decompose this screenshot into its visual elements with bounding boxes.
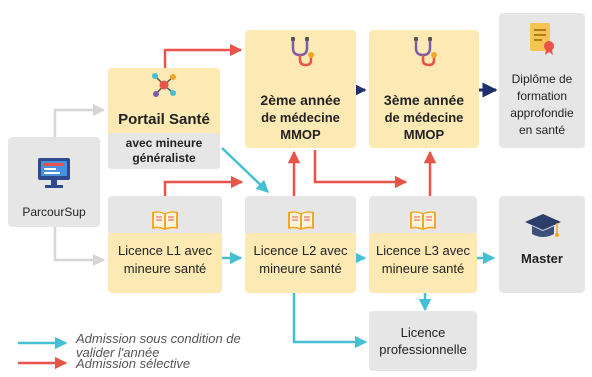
node-master: Master (499, 196, 585, 293)
legend-red-label: Admission sélective (76, 356, 191, 371)
arrow-parcoursup-portail (53, 103, 106, 140)
med2-line1: 2ème année (260, 92, 341, 108)
node-l2: Licence L2 avec mineure santé (245, 233, 356, 293)
stethoscope-icon (291, 37, 314, 67)
node-l1: Licence L1 avec mineure santé (108, 233, 222, 293)
node-portail-sub: avec mineure généraliste (108, 133, 220, 169)
node-diplome: Diplôme de formation approfondie en sant… (499, 13, 585, 148)
book-icon (152, 211, 178, 230)
node-med2: 2ème année de médecine MMOP (245, 30, 356, 148)
l1-label: Licence L1 avec mineure santé (118, 243, 212, 276)
arrow-l2-med3 (313, 150, 408, 189)
med3-line3: MMOP (403, 127, 445, 142)
arrow-l1-med2 (163, 175, 244, 196)
stethoscope-icon (414, 37, 437, 67)
book-icon (410, 211, 436, 230)
med3-line1: 3ème année (383, 92, 465, 108)
node-med3: 3ème année de médecine MMOP (369, 30, 479, 148)
arrow-parcoursup-l1 (53, 225, 106, 267)
portail-title: Portail Santé (118, 111, 210, 128)
molecule-icon (152, 73, 176, 97)
med2-line3: MMOP (280, 127, 321, 142)
node-l3: Licence L3 avec mineure santé (369, 233, 477, 293)
l2-label: Licence L2 avec mineure santé (253, 243, 348, 276)
node-parcoursup: ParcourSup (8, 137, 100, 227)
graduation-cap-icon (525, 214, 561, 237)
lpro-label: Licence professionnelle (379, 325, 467, 357)
arrow-portail-med2 (163, 43, 243, 68)
arrow-l2-lpro (292, 293, 368, 349)
med2-line2: de médecine (261, 110, 340, 125)
master-label: Master (521, 251, 563, 266)
node-licence-pro: Licence professionnelle (369, 311, 477, 371)
book-icon (288, 211, 314, 230)
med3-line2: de médecine (384, 110, 464, 125)
parcoursup-label: ParcourSup (22, 205, 86, 219)
diplome-label: Diplôme de formation approfondie en sant… (510, 72, 574, 137)
portail-sub: avec mineure généraliste (125, 136, 203, 165)
diploma-icon (530, 23, 554, 55)
arrow-portail-l2 (221, 147, 269, 193)
computer-icon (38, 158, 70, 188)
legend-cyan-label: Admission sous condition de valider l'an… (76, 331, 241, 360)
l3-label: Licence L3 avec mineure santé (376, 243, 470, 276)
